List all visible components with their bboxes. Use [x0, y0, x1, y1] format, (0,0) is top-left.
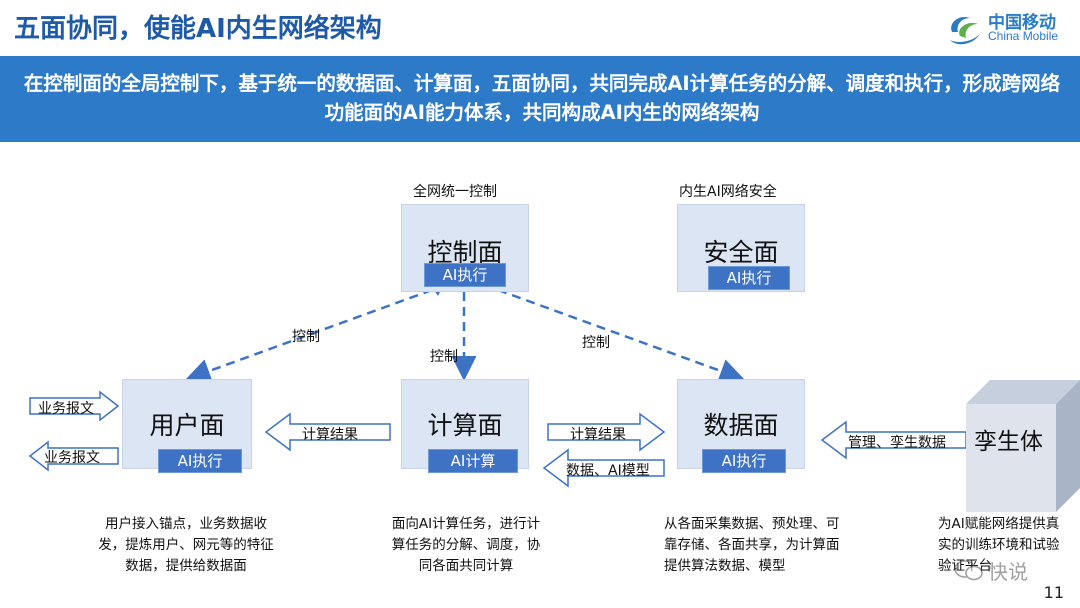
- twin-cube: [966, 380, 1080, 512]
- summary-banner: 在控制面的全局控制下，基于统一的数据面、计算面，五面协同，共同完成AI计算任务的…: [0, 56, 1080, 142]
- control-plane-caption: 全网统一控制: [413, 184, 497, 200]
- control-arrow-to-user: [185, 288, 433, 383]
- twin-description: 为AI赋能网络提供真实的训练环境和试验验证平台: [938, 516, 1060, 574]
- slide-title: 五面协同，使能AI内生网络架构: [14, 14, 382, 44]
- compute-to-user-label: 计算结果: [302, 427, 358, 443]
- compute-to-user-arrow: [264, 412, 391, 452]
- watermark-text: 快说: [988, 560, 1028, 584]
- data-plane-tag: AI执行: [702, 449, 786, 473]
- control-label-left: 控制: [292, 329, 320, 345]
- control-plane-title: 控制面: [427, 238, 503, 267]
- logo-english-text: China Mobile: [988, 29, 1059, 43]
- compute-to-data-label: 计算结果: [570, 427, 626, 443]
- data-to-compute-label: 数据、AI模型: [566, 463, 650, 479]
- compute-plane-description: 面向AI计算任务，进行计算任务的分解、调度，协同各面共同计算: [391, 516, 541, 574]
- china-mobile-logo-icon: [950, 16, 980, 45]
- watermark: 快说: [954, 556, 1028, 585]
- data-plane-description: 从各面采集数据、预处理、可靠存储、各面共享，为计算面提供算法数据、模型: [664, 516, 840, 574]
- control-arrow-to-data: [497, 288, 745, 383]
- control-label-mid: 控制: [430, 349, 458, 365]
- compute-plane-title: 计算面: [427, 411, 503, 440]
- twin-title: 孪生体: [974, 429, 1043, 455]
- logo-chinese-text: 中国移动: [988, 13, 1056, 33]
- wechat-icon: [954, 559, 983, 580]
- control-plane-tag: AI执行: [424, 263, 506, 287]
- compute-to-data-arrow: [547, 412, 666, 452]
- security-plane-caption: 内生AI网络安全: [679, 184, 777, 200]
- compute-plane-tag: AI计算: [428, 449, 518, 473]
- data-plane-title: 数据面: [703, 411, 779, 440]
- security-plane-tag: AI执行: [708, 266, 790, 290]
- data-to-compute-arrow: [542, 448, 665, 488]
- business-in-arrow: [28, 440, 119, 472]
- user-plane-tag: AI执行: [158, 449, 242, 473]
- user-plane-description: 用户接入锚点，业务数据收发，提炼用户、网元等的特征数据，提供给数据面: [98, 516, 274, 574]
- china-mobile-logo: 中国移动 China Mobile: [946, 6, 1076, 48]
- business-in-label: 业务报文: [44, 450, 100, 466]
- page-number: 11: [1043, 583, 1064, 602]
- security-plane-title: 安全面: [703, 238, 779, 267]
- business-out-arrow: [29, 390, 120, 422]
- twin-to-data-label: 管理、孪生数据: [848, 435, 946, 451]
- user-plane-title: 用户面: [149, 411, 225, 440]
- control-plane-box: 控制面: [401, 204, 529, 292]
- business-out-label: 业务报文: [38, 401, 94, 417]
- twin-to-data-arrow: [820, 420, 967, 460]
- control-label-right: 控制: [582, 335, 610, 351]
